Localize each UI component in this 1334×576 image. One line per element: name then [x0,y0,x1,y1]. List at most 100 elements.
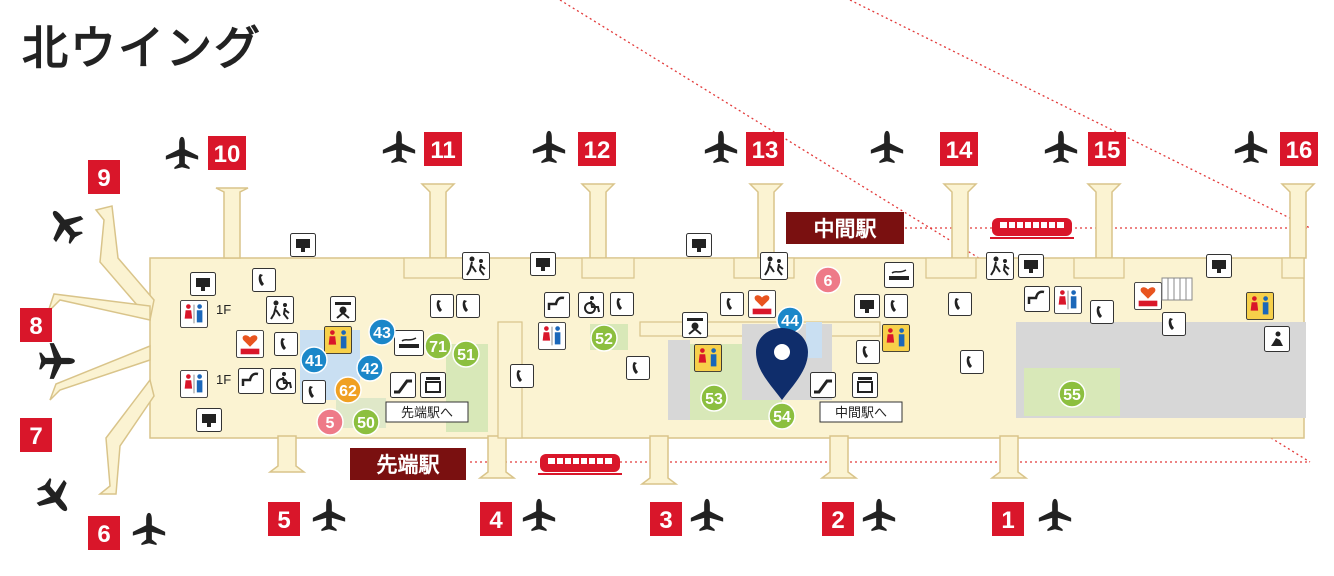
svg-text:6: 6 [824,273,833,290]
information-icon [1018,254,1044,278]
water-fountain-icon [544,292,570,318]
svg-text:53: 53 [705,391,723,408]
gate-2-badge: 2 [822,502,854,536]
airplane-icon [704,130,738,164]
escalator-icon [390,372,416,398]
phone-icon [1162,312,1186,336]
gate-15-badge: 15 [1088,132,1126,166]
shower-icon [420,372,446,398]
phone-icon [252,268,276,292]
airplane-icon [39,343,75,379]
information-icon [196,408,222,432]
shop-marker-42: 42 [356,354,384,382]
svg-text:41: 41 [305,353,323,370]
floor-label: 1F [216,372,231,387]
phone-icon [456,294,480,318]
svg-text:15: 15 [1094,137,1121,164]
people-mover-train-icon [990,217,1074,240]
phone-icon [1090,300,1114,324]
phone-icon [626,356,650,380]
gate-5-badge: 5 [268,502,300,536]
toilet-icon [694,344,722,372]
airplane-icon [382,130,416,164]
gate-14-badge: 14 [940,132,978,166]
airplane-icon [522,498,556,532]
information-icon [190,272,216,296]
svg-text:55: 55 [1063,387,1081,404]
stairs-icon [1161,277,1193,301]
airplane-icon [132,512,166,546]
svg-text:14: 14 [946,137,973,164]
svg-text:42: 42 [361,361,379,378]
svg-text:中間駅へ: 中間駅へ [835,405,887,420]
svg-text:11: 11 [430,137,455,164]
shop-marker-6: 6 [814,266,842,294]
svg-text:中間駅: 中間駅 [814,218,878,241]
airplane-icon [312,498,346,532]
toilet-icon [180,300,208,328]
smoking-icon [394,330,424,356]
shop-marker-53: 53 [700,384,728,412]
airplane-icon [1038,498,1072,532]
shop-marker-50: 50 [352,408,380,436]
phone-icon [720,292,744,316]
svg-text:9: 9 [97,165,110,192]
svg-text:先端駅へ: 先端駅へ [401,405,453,420]
location-pin-icon [756,328,808,400]
facility-icons [180,233,1290,432]
kids-area-icon [760,252,788,280]
gate-6-badge: 6 [88,516,120,550]
shop-marker-51: 51 [452,340,480,368]
shop-marker-62: 62 [334,376,362,404]
phone-icon [510,364,534,388]
escalator-icon [810,372,836,398]
gate-10-badge: 10 [208,136,246,170]
phone-icon [302,380,326,404]
svg-text:6: 6 [97,521,110,548]
svg-text:3: 3 [659,507,672,534]
shop-marker-43: 43 [368,318,396,346]
shop-marker-41: 41 [300,346,328,374]
people-mover-train-icon [538,453,622,476]
gate-12-badge: 12 [578,132,616,166]
shop-marker-44: 44 [776,306,804,334]
information-icon [854,294,880,318]
gate-1-badge: 1 [992,502,1024,536]
aed-icon [748,290,776,318]
aed-icon [236,330,264,358]
to-middle-station-label: 中間駅へ [819,401,903,423]
airplane-icon [532,130,566,164]
phone-icon [948,292,972,316]
gate-13-badge: 13 [746,132,784,166]
to-tip-station-label: 先端駅へ [385,401,469,423]
gate-4-badge: 4 [480,502,512,536]
phone-icon [856,340,880,364]
water-fountain-icon [1024,286,1050,312]
shop-marker-54: 54 [768,402,796,430]
toilet-icon [538,322,566,350]
svg-text:51: 51 [457,347,475,364]
svg-text:62: 62 [339,383,357,400]
svg-text:5: 5 [277,507,290,534]
svg-text:44: 44 [781,313,799,330]
information-icon [290,233,316,257]
middle-station-label: 中間駅 [786,212,904,244]
shop-marker-5: 5 [316,408,344,436]
phone-icon [960,350,984,374]
svg-text:12: 12 [584,137,611,164]
svg-text:5: 5 [326,415,335,432]
airplane-icon [690,498,724,532]
svg-text:先端駅: 先端駅 [377,454,441,477]
information-icon [530,252,556,276]
shop-marker-71: 71 [424,332,452,360]
gate-3-badge: 3 [650,502,682,536]
gate-16-badge: 16 [1280,132,1318,166]
svg-text:8: 8 [29,313,42,340]
map-title: 北ウイング [22,21,262,75]
prayer-room-icon [1264,326,1290,352]
wheelchair-icon [578,292,604,318]
svg-text:54: 54 [773,409,791,426]
toilet-icon [180,370,208,398]
